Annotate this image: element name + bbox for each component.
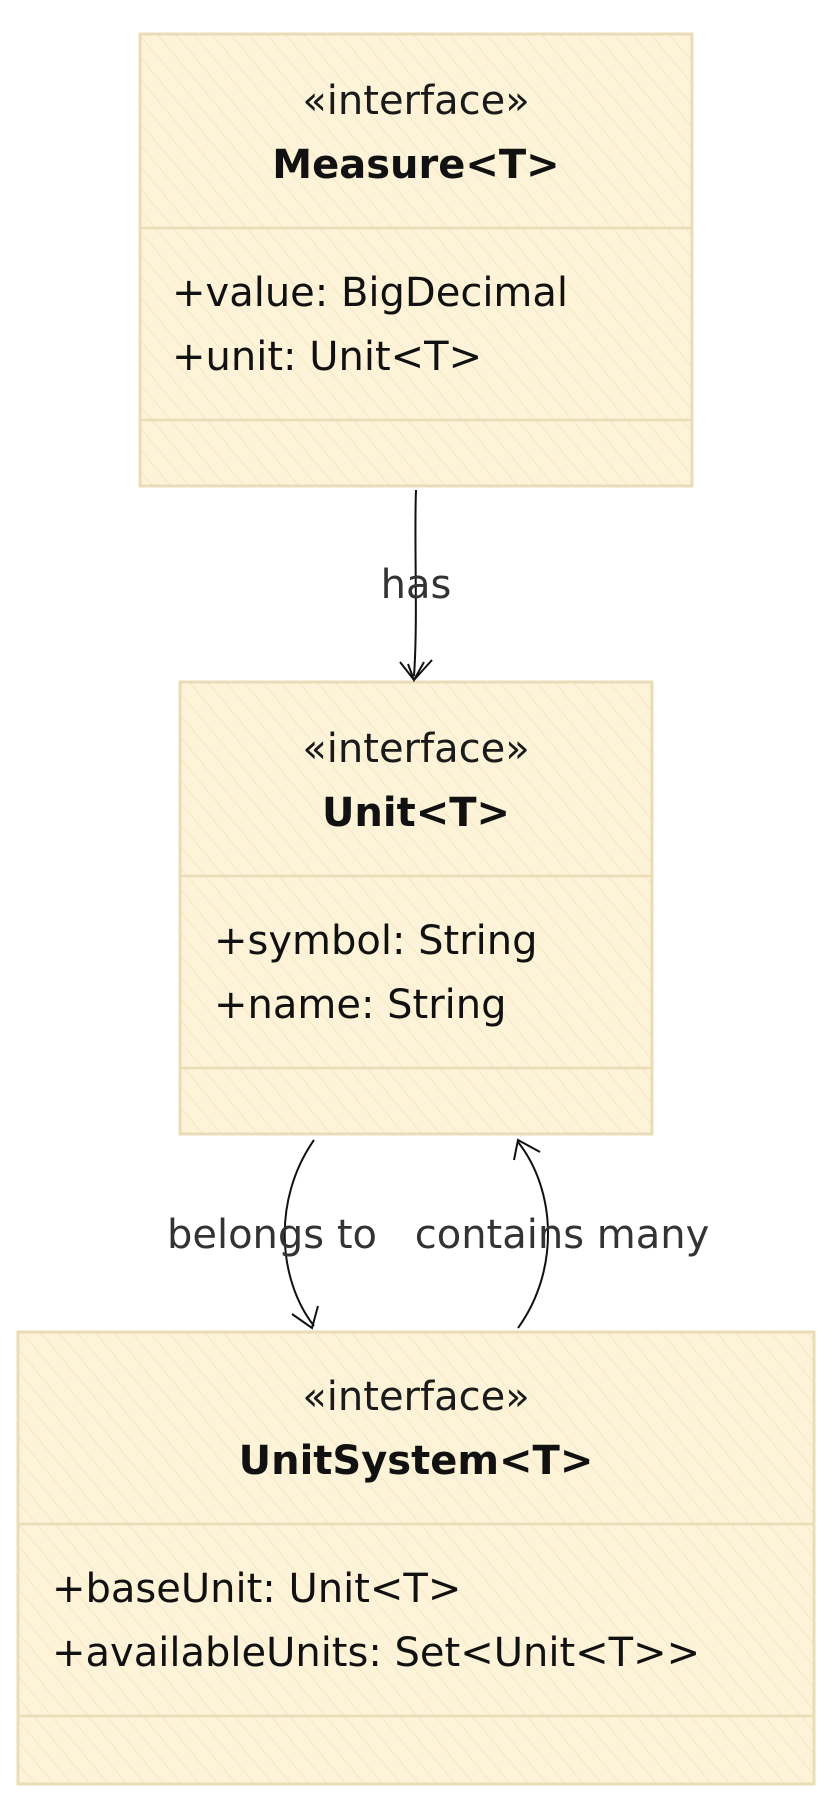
unitsystem-attribute-availableunits: +availableUnits: Set<Unit<T>> — [52, 1630, 700, 1676]
edge-has[interactable]: has — [381, 489, 452, 683]
arrowhead-belongs-to — [291, 1305, 319, 1330]
label-contains-many: contains many — [415, 1212, 710, 1258]
label-belongs-to: belongs to — [167, 1212, 377, 1258]
edge-belongs-to[interactable]: belongs to — [167, 1139, 377, 1330]
arrowhead-contains-many — [513, 1138, 541, 1161]
edge-contains-many[interactable]: contains many — [415, 1138, 710, 1329]
class-measure[interactable]: «interface» Measure<T> +value: BigDecima… — [138, 32, 694, 488]
label-has: has — [381, 562, 452, 608]
class-unit[interactable]: «interface» Unit<T> +symbol: String +nam… — [178, 680, 654, 1136]
arrowhead-has — [399, 659, 433, 683]
class-unitsystem[interactable]: «interface» UnitSystem<T> +baseUnit: Uni… — [16, 1330, 816, 1786]
measure-attribute-unit: +unit: Unit<T> — [172, 334, 482, 380]
unitsystem-class-name: UnitSystem<T> — [239, 1438, 594, 1484]
unitsystem-stereotype: «interface» — [302, 1374, 529, 1420]
unit-stereotype: «interface» — [302, 726, 529, 772]
unit-class-name: Unit<T> — [322, 790, 510, 836]
measure-class-name: Measure<T> — [272, 142, 559, 188]
unitsystem-attribute-baseunit: +baseUnit: Unit<T> — [52, 1566, 461, 1612]
unit-attribute-name: +name: String — [214, 982, 507, 1028]
measure-stereotype: «interface» — [302, 78, 529, 124]
measure-attribute-value: +value: BigDecimal — [172, 270, 568, 316]
unit-attribute-symbol: +symbol: String — [214, 918, 538, 964]
